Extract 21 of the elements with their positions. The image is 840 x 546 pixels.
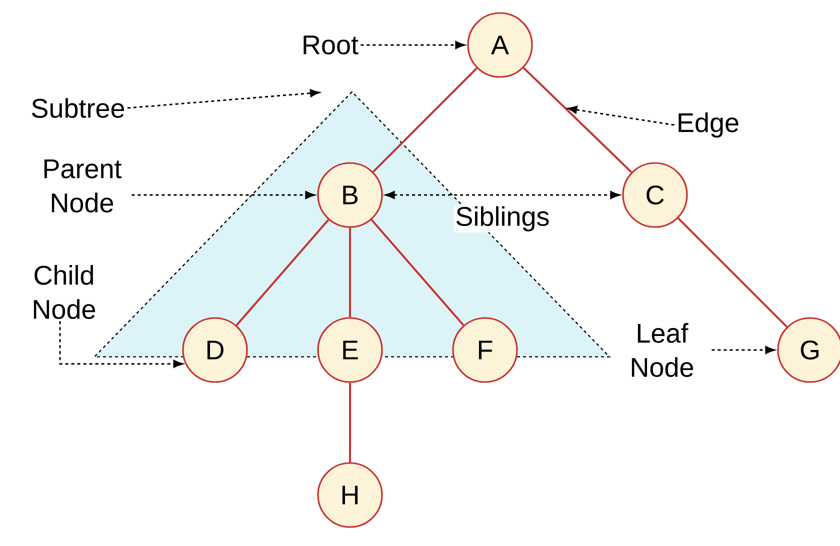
annotation-text: Root bbox=[304, 36, 358, 54]
annotation-text: Leaf Node bbox=[632, 323, 694, 377]
tree-edge bbox=[678, 217, 788, 328]
dashed-arrow bbox=[360, 41, 465, 49]
dashed-arrow bbox=[132, 191, 315, 199]
tree-edge bbox=[349, 382, 351, 462]
annotation-text: Subtree bbox=[32, 98, 124, 118]
dashed-arrow bbox=[712, 346, 775, 354]
tree-edge bbox=[349, 228, 351, 318]
tree-edge bbox=[372, 67, 478, 173]
tree-edge bbox=[522, 67, 632, 173]
dashed-arrow bbox=[127, 89, 320, 109]
dashed-arrow bbox=[59, 321, 183, 368]
tree-edge bbox=[370, 219, 464, 326]
dashed-arrow bbox=[567, 106, 674, 126]
annotation-text: Parent Node bbox=[44, 160, 122, 212]
edge-label: Siblings bbox=[454, 205, 551, 232]
annotation-text: Edge bbox=[678, 112, 738, 138]
double-arrow bbox=[385, 191, 620, 199]
annotation-text: Child Node bbox=[34, 265, 96, 319]
tree-edge bbox=[236, 219, 330, 326]
